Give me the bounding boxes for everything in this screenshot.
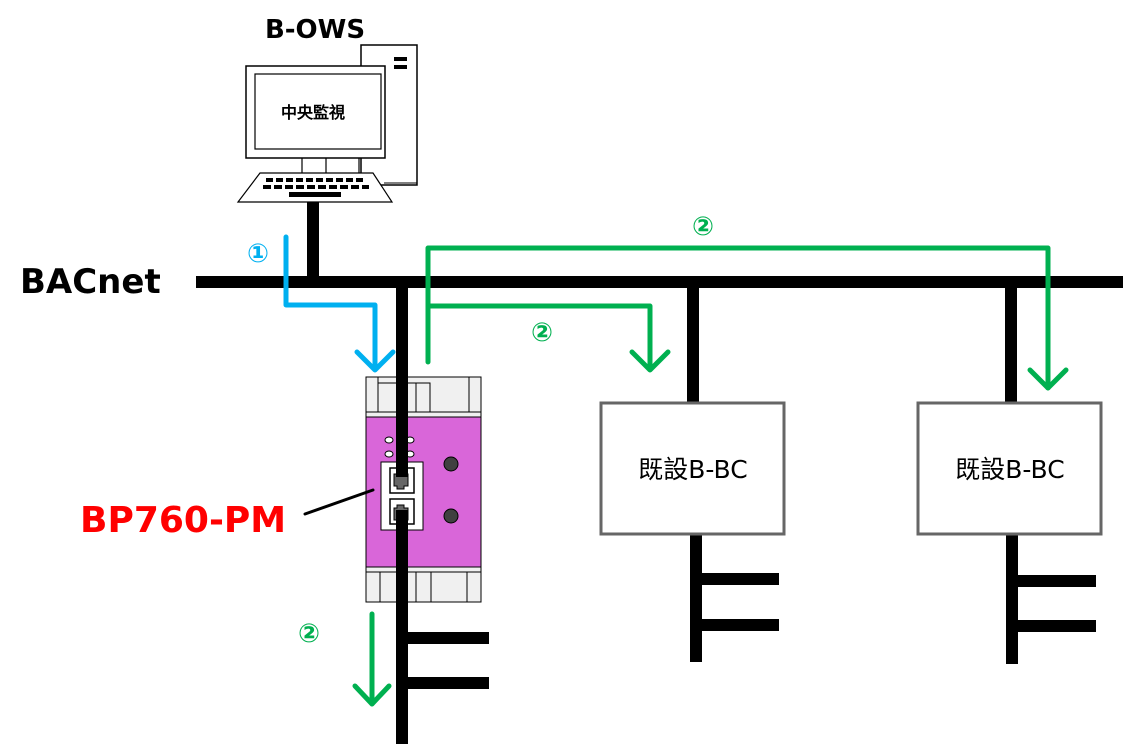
bc2-sub-trunk bbox=[1006, 534, 1018, 664]
controller-box bbox=[916, 401, 1103, 536]
step1-arrow bbox=[283, 234, 396, 373]
device-knob bbox=[443, 508, 459, 524]
pc-tower-slot bbox=[394, 65, 407, 69]
workstation: B-OWS 中央監視 bbox=[236, 15, 418, 203]
step2-label: ② bbox=[692, 212, 714, 242]
workstation-title: B-OWS bbox=[265, 15, 365, 45]
sub-branch bbox=[696, 573, 779, 585]
arrowhead-icon bbox=[352, 683, 392, 707]
step2-arrow-to-bc2 bbox=[425, 245, 1051, 391]
led-indicator bbox=[384, 436, 394, 444]
bc1-sub-trunk bbox=[690, 534, 702, 662]
step2-label: ② bbox=[531, 318, 553, 348]
device-knob bbox=[443, 456, 459, 472]
pc-tower-slot bbox=[394, 57, 407, 61]
controller-label: 既設B-BC bbox=[955, 455, 1064, 484]
sub-branch bbox=[402, 632, 489, 644]
ethernet-port-icon bbox=[393, 473, 409, 490]
controller-label: 既設B-BC bbox=[638, 455, 747, 484]
arrowhead-icon bbox=[1027, 367, 1069, 391]
bc1-drop bbox=[687, 282, 699, 402]
bacnet-trunk bbox=[196, 276, 1123, 288]
device-bus-overlay bbox=[396, 510, 408, 744]
controller-1: 既設B-BC bbox=[599, 401, 786, 536]
device-bus-overlay bbox=[396, 377, 408, 477]
step2-arrows bbox=[352, 245, 1069, 707]
sub-branch bbox=[696, 619, 779, 631]
network-label: BACnet bbox=[20, 262, 161, 302]
sub-branch bbox=[402, 677, 489, 689]
device-leader-line bbox=[303, 488, 375, 516]
sub-branch bbox=[1012, 620, 1096, 632]
arrowhead-icon bbox=[629, 349, 671, 373]
led-indicator bbox=[384, 450, 394, 458]
step2-label: ② bbox=[298, 619, 320, 649]
arrowhead-icon bbox=[354, 349, 396, 373]
keyboard-keys bbox=[263, 178, 369, 197]
device-label: BP760-PM bbox=[80, 500, 286, 541]
monitor-screen bbox=[254, 73, 382, 150]
screen-text: 中央監視 bbox=[281, 103, 345, 122]
step2-arrow-to-bc1 bbox=[425, 303, 653, 371]
ows-drop bbox=[307, 202, 319, 282]
controller-box bbox=[599, 401, 786, 536]
sub-branch bbox=[1012, 575, 1096, 587]
bp760-device bbox=[365, 376, 482, 744]
bc2-drop bbox=[1005, 282, 1017, 402]
step1-label: ① bbox=[247, 239, 269, 269]
controller-2: 既設B-BC bbox=[916, 401, 1103, 536]
